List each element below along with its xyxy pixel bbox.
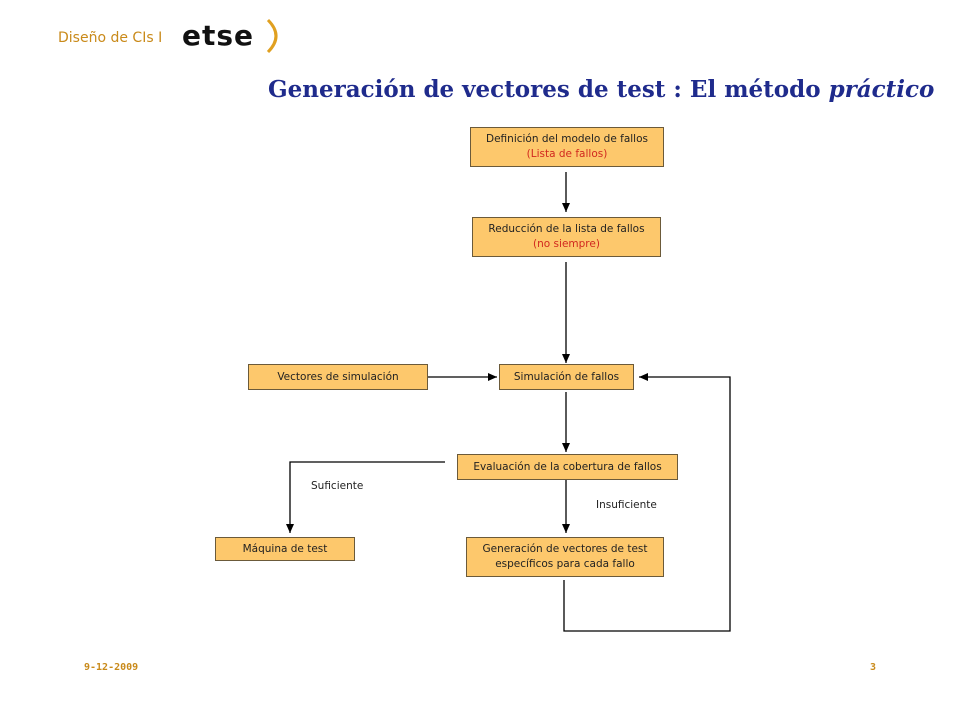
logo-arc-icon bbox=[266, 18, 278, 54]
not-always-label: (no siempre) bbox=[533, 238, 600, 250]
fault-reduction-label: Reducción de la lista de fallos bbox=[488, 223, 645, 235]
arrow-feedback-loop bbox=[563, 373, 731, 632]
simulation-vectors-box: Vectores de simulación bbox=[248, 364, 428, 390]
per-fault-label: específicos para cada fallo bbox=[495, 558, 635, 570]
insufficient-label: Insuficiente bbox=[596, 499, 657, 511]
fault-simulation-label: Simulación de fallos bbox=[513, 370, 620, 383]
simulation-vectors-label: Vectores de simulación bbox=[277, 370, 399, 383]
etse-logo: etse bbox=[182, 18, 278, 54]
sufficient-label: Suficiente bbox=[311, 480, 364, 492]
fault-list-label: (Lista de fallos) bbox=[526, 148, 608, 160]
fault-model-box: Definición del modelo de fallos (Lista d… bbox=[470, 127, 664, 167]
coverage-evaluation-box: Evaluación de la cobertura de fallos bbox=[457, 454, 678, 480]
fault-simulation-box: Simulación de fallos bbox=[499, 364, 634, 390]
test-machine-label: Máquina de test bbox=[242, 542, 328, 555]
footer-date: 9-12-2009 bbox=[84, 662, 139, 673]
logo-text: etse bbox=[182, 19, 254, 52]
fault-model-label: Definición del modelo de fallos bbox=[486, 133, 648, 145]
vector-generation-label: Generación de vectores de test bbox=[482, 543, 648, 555]
vector-generation-box: Generación de vectores de test específic… bbox=[466, 537, 664, 577]
page-number: 3 bbox=[870, 662, 877, 673]
fault-reduction-box: Reducción de la lista de fallos (no siem… bbox=[472, 217, 661, 257]
title-main: Generación de vectores de test : El méto… bbox=[268, 76, 821, 103]
course-title: Diseño de CIs I bbox=[58, 30, 163, 46]
arrow-coverage-to-test-machine bbox=[286, 461, 445, 533]
coverage-evaluation-label: Evaluación de la cobertura de fallos bbox=[473, 460, 662, 473]
title-emphasis: práctico bbox=[828, 76, 935, 103]
test-machine-box: Máquina de test bbox=[215, 537, 355, 561]
